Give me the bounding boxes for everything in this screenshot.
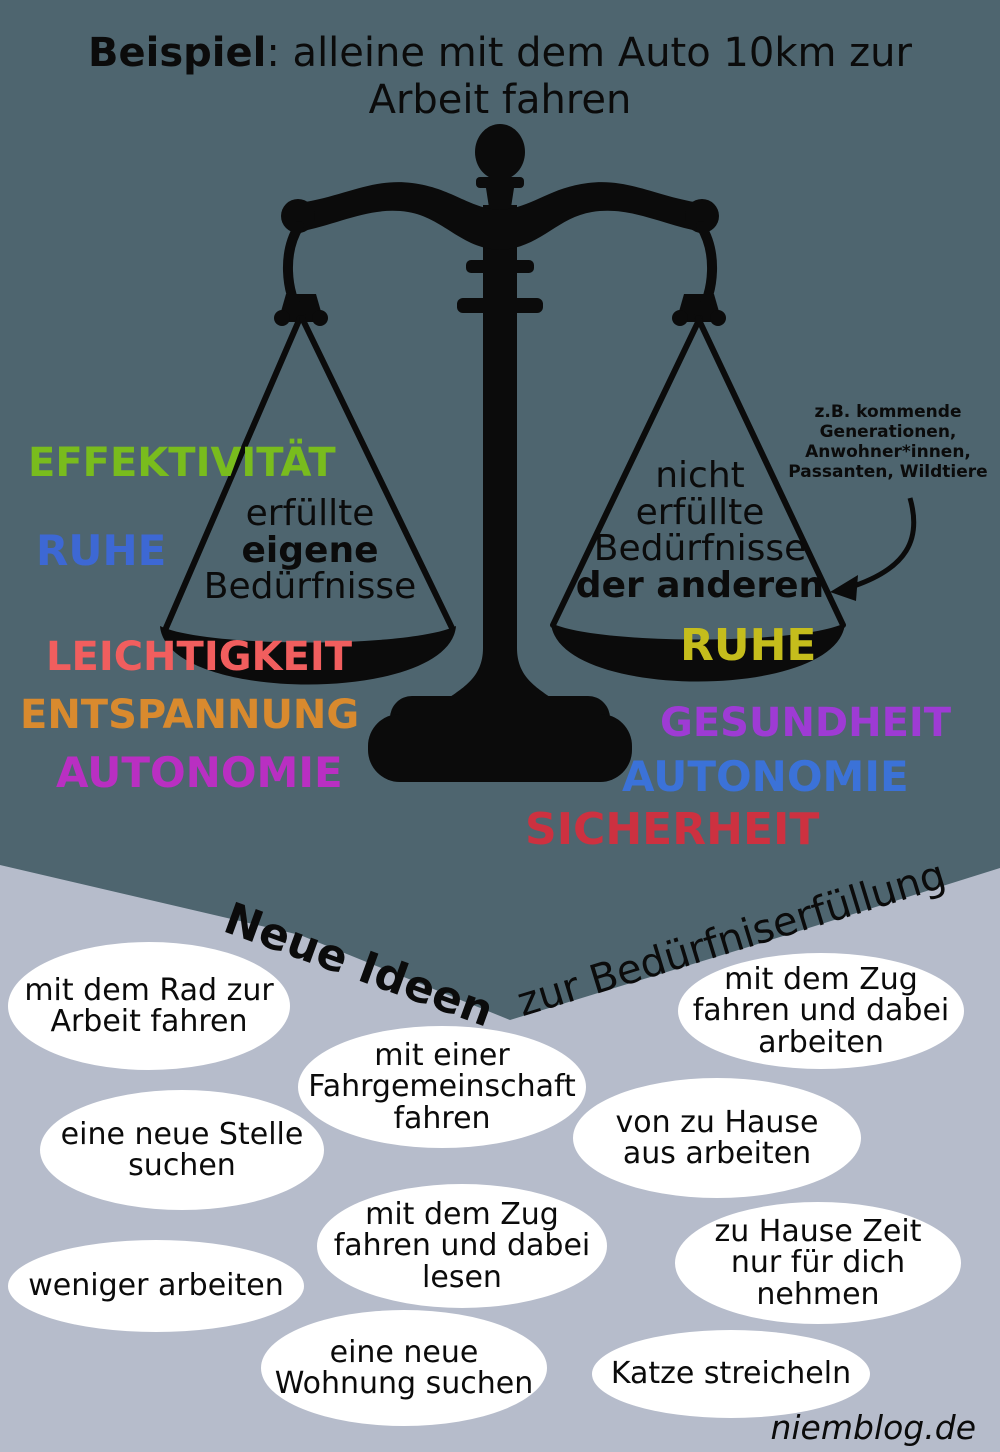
scale-post [483, 205, 517, 710]
idea-bubble-fahrgemeinschaft: mit einer Fahrgemeinschaft fahren [298, 1026, 586, 1148]
need-gesundheit: GESUNDHEIT [660, 700, 952, 746]
need-effektivitaet: EFFEKTIVITÄT [28, 440, 336, 486]
need-autonomie-left: AUTONOMIE [56, 748, 343, 797]
others-annotation: z.B. kommende Generationen, Anwohner*inn… [788, 402, 988, 482]
idea-bubble-zeit-nehmen: zu Hause Zeit nur für dich nehmen [675, 1202, 961, 1324]
left-pan-line2: eigene [241, 529, 379, 571]
scale-finial-ball [475, 124, 525, 180]
idea-bubble-weniger-arbeiten: weniger arbeiten [8, 1240, 304, 1332]
need-ruhe-left: RUHE [36, 526, 167, 575]
right-pan-line4: der anderen [575, 565, 825, 607]
left-pan-label: erfüllte eigene Bedürfnisse [160, 493, 460, 608]
right-pan-line3: Bedürfnisse [593, 528, 807, 570]
title-rest: : alleine mit dem Auto 10km zur Arbeit f… [266, 30, 912, 124]
idea-bubble-katze: Katze streicheln [592, 1330, 870, 1418]
scale-base-bottom [368, 714, 632, 782]
left-pan-line1: erfüllte [245, 493, 375, 534]
idea-bubble-home-office: von zu Hause aus arbeiten [573, 1078, 861, 1198]
right-pan-line2: erfüllte [635, 491, 765, 533]
need-entspannung: ENTSPANNUNG [20, 692, 360, 738]
idea-bubble-neue-wohnung: eine neue Wohnung suchen [261, 1310, 547, 1426]
left-pan-line3: Bedürfnisse [203, 566, 417, 608]
need-ruhe-right: RUHE [680, 620, 817, 671]
idea-bubble-rad-fahren: mit dem Rad zur Arbeit fahren [8, 942, 290, 1070]
scale-beam [298, 182, 702, 250]
site-credit: niemblog.de [770, 1408, 976, 1447]
idea-bubble-neue-stelle: eine neue Stelle suchen [40, 1090, 324, 1210]
need-leichtigkeit: LEICHTIGKEIT [46, 634, 353, 680]
right-pan-line1: nicht [655, 455, 745, 496]
page-title: Beispiel: alleine mit dem Auto 10km zur … [0, 30, 1000, 124]
scale-base-top [390, 696, 610, 742]
idea-bubble-zug-lesen: mit dem Zug fahren und dabei lesen [317, 1184, 607, 1308]
right-pan-label: nicht erfüllte Bedürfnisse der anderen [550, 455, 850, 607]
need-sicherheit: SICHERHEIT [525, 804, 820, 855]
title-lead: Beispiel [88, 30, 267, 76]
idea-bubble-zug-arbeiten: mit dem Zug fahren und dabei arbeiten [678, 953, 964, 1069]
need-autonomie-right: AUTONOMIE [622, 752, 909, 801]
